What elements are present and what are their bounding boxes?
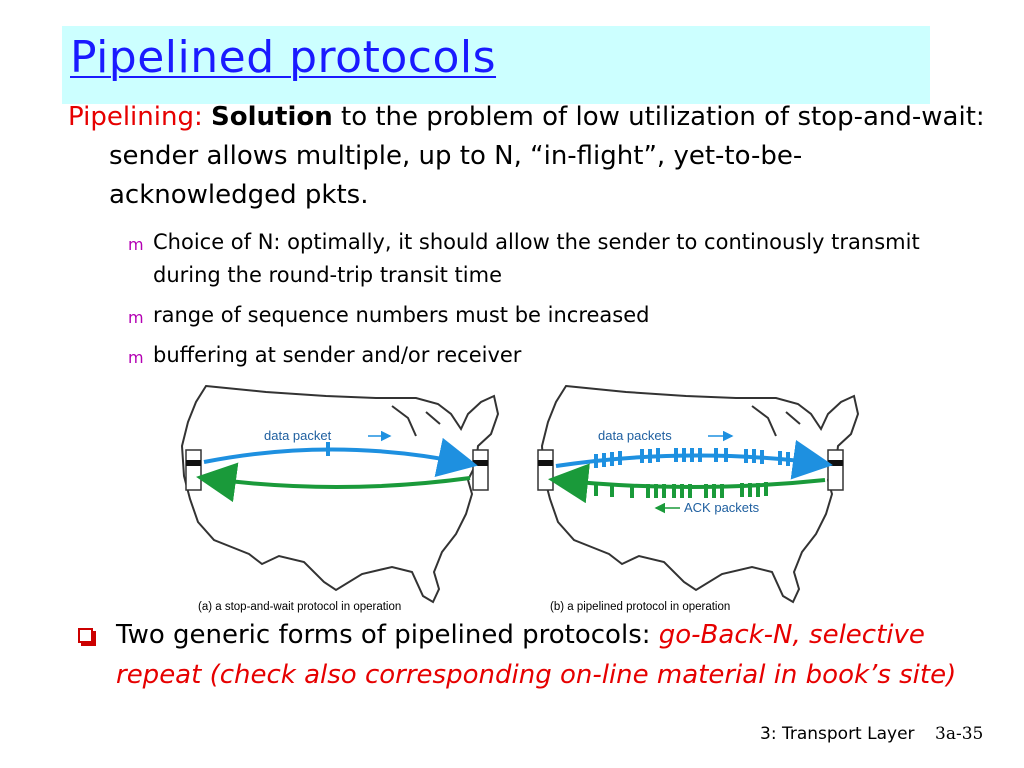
sender-box-right: [537, 449, 554, 491]
sender-box-left: [185, 449, 202, 491]
ack-arc-left: [196, 462, 471, 503]
bullet-icon: m: [128, 348, 144, 367]
data-packet-label: data packet: [264, 428, 332, 443]
bottom-bullet: Two generic forms of pipelined protocols…: [78, 615, 1016, 695]
sub-bullet-list: m Choice of N: optimally, it should allow…: [128, 226, 928, 379]
sub-bullet-text: Choice of N: optimally, it should allow …: [153, 230, 920, 287]
data-packets-label: data packets: [598, 428, 672, 443]
us-map-right: [540, 384, 860, 604]
pipelining-figure: data packet (a) a stop-and-wait protocol…: [180, 384, 860, 613]
sub-bullet-3: m buffering at sender and/or receiver: [128, 339, 928, 372]
bottom-text: Two generic forms of pipelined protocols…: [116, 620, 659, 650]
solution-word: Solution: [211, 102, 333, 132]
ack-packets-label: ACK packets: [684, 500, 760, 515]
sub-bullet-1: m Choice of N: optimally, it should allow…: [128, 226, 928, 292]
main-paragraph: Pipelining: Solution to the problem of l…: [68, 98, 989, 215]
caption-right: (b) a pipelined protocol in operation: [550, 601, 730, 613]
ack-packet-marks: [594, 482, 768, 498]
data-arc-left: [203, 437, 478, 478]
pipelining-label: Pipelining:: [68, 102, 203, 132]
sub-bullet-text: range of sequence numbers must be increa…: [153, 303, 650, 327]
footer-page-number: 3a-35: [935, 724, 984, 744]
us-map-left: [180, 384, 500, 604]
receiver-box-right: [827, 449, 844, 491]
sub-bullet-2: m range of sequence numbers must be incre…: [128, 299, 928, 332]
slide-title: Pipelined protocols: [70, 32, 497, 83]
main-text: to the problem of low utilization of sto…: [109, 102, 985, 210]
caption-left: (a) a stop-and-wait protocol in operatio…: [198, 601, 401, 613]
bullet-icon: m: [128, 308, 144, 327]
bullet-icon: m: [128, 235, 144, 254]
data-packet-marks: [594, 448, 798, 468]
title-band: [62, 26, 930, 104]
receiver-box-left: [472, 449, 489, 491]
sub-bullet-text: buffering at sender and/or receiver: [153, 343, 522, 367]
box-bullet-icon: [78, 628, 96, 646]
footer-chapter: 3: Transport Layer: [760, 724, 915, 744]
bottom-italic-text: go-Back-N, selective repeat (check also …: [116, 620, 957, 690]
